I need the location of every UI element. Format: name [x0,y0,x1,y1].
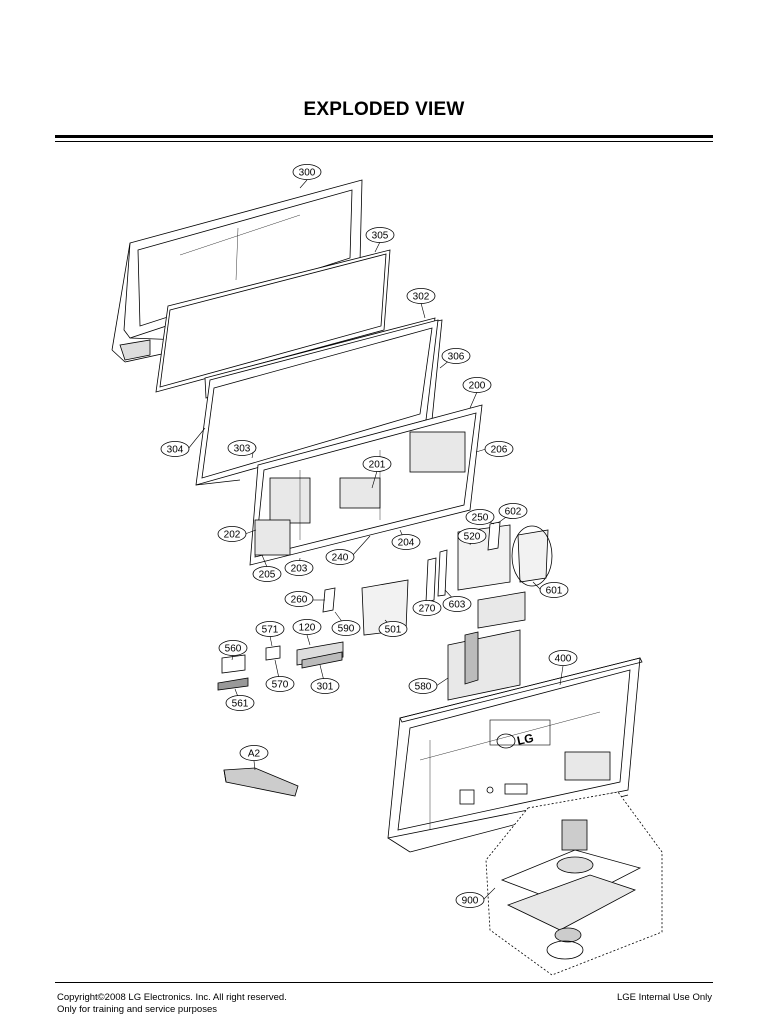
part-callout-571: 571 [255,621,285,637]
title-rule-thick [55,135,713,138]
part-callout-305: 305 [365,227,395,243]
part-callout-300: 300 [292,164,322,180]
svg-text:203: 203 [291,564,308,575]
part-callout-301: 301 [310,678,340,694]
svg-text:590: 590 [338,624,355,635]
svg-text:601: 601 [546,586,563,597]
part-callout-561: 561 [225,695,255,711]
part-callout-603: 603 [442,596,472,612]
part-callout-201: 201 [362,456,392,472]
stand-part [485,791,663,976]
svg-text:270: 270 [419,604,436,615]
svg-text:301: 301 [317,682,334,693]
svg-text:603: 603 [449,600,466,611]
svg-text:205: 205 [259,570,276,581]
glass-panel-part [155,249,391,393]
svg-text:204: 204 [398,538,415,549]
part-callout-205: 205 [252,566,282,582]
svg-text:300: 300 [299,168,316,179]
footer-left: Copyright©2008 LG Electronics. Inc. All … [57,992,287,1016]
svg-text:200: 200 [469,381,486,392]
svg-text:206: 206 [491,445,508,456]
chassis-part [249,404,483,566]
svg-text:303: 303 [234,444,251,455]
footer-rule [55,982,713,983]
svg-text:201: 201 [369,460,386,471]
part-callout-200: 200 [462,377,492,393]
part-callout-240: 240 [325,549,355,565]
part-callout-900: 900 [455,892,485,908]
part-callout-A2: A2 [239,745,269,761]
svg-text:LG: LG [516,731,535,748]
part-callout-580: 580 [408,678,438,694]
footer-copyright: Copyright©2008 LG Electronics. Inc. All … [57,992,287,1003]
part-callout-206: 206 [484,441,514,457]
stand-cover-part [223,767,299,797]
footer-purpose: Only for training and service purposes [57,1004,217,1015]
svg-text:250: 250 [472,513,489,524]
svg-text:302: 302 [413,292,430,303]
part-callout-520: 520 [457,528,487,544]
svg-text:260: 260 [291,595,308,606]
footer-internal: LGE Internal Use Only [616,992,712,1003]
part-callout-501: 501 [378,621,408,637]
svg-text:120: 120 [299,623,316,634]
part-callout-302: 302 [406,288,436,304]
part-callout-303: 303 [227,440,257,456]
part-callout-602: 602 [498,503,528,519]
svg-text:400: 400 [555,654,572,665]
part-callout-400: 400 [548,650,578,666]
svg-text:240: 240 [332,553,349,564]
part-callout-306: 306 [441,348,471,364]
svg-text:561: 561 [232,699,249,710]
page-title: EXPLODED VIEW [303,99,465,120]
part-callout-570: 570 [265,676,295,692]
part-callout-560: 560 [218,640,248,656]
part-callout-304: 304 [160,441,190,457]
title-rule-thin [55,141,713,142]
svg-text:306: 306 [448,352,465,363]
svg-text:602: 602 [505,507,522,518]
svg-text:501: 501 [385,625,402,636]
back-cover-part [387,657,643,853]
svg-text:900: 900 [462,896,479,907]
svg-text:304: 304 [167,445,184,456]
part-callout-202: 202 [217,526,247,542]
part-callout-203: 203 [284,560,314,576]
part-callout-270: 270 [412,600,442,616]
svg-text:520: 520 [464,532,481,543]
svg-text:571: 571 [262,625,279,636]
svg-text:580: 580 [415,682,432,693]
part-callout-120: 120 [292,619,322,635]
front-frame-part [111,179,363,363]
part-callout-601: 601 [539,582,569,598]
svg-text:560: 560 [225,644,242,655]
lg-logo: LG [516,731,535,748]
svg-text:570: 570 [272,680,289,691]
svg-text:305: 305 [372,231,389,242]
part-callout-260: 260 [284,591,314,607]
part-callout-590: 590 [331,620,361,636]
svg-text:A2: A2 [248,749,261,760]
svg-text:202: 202 [224,530,241,541]
part-callout-204: 204 [391,534,421,550]
part-callout-250: 250 [465,509,495,525]
